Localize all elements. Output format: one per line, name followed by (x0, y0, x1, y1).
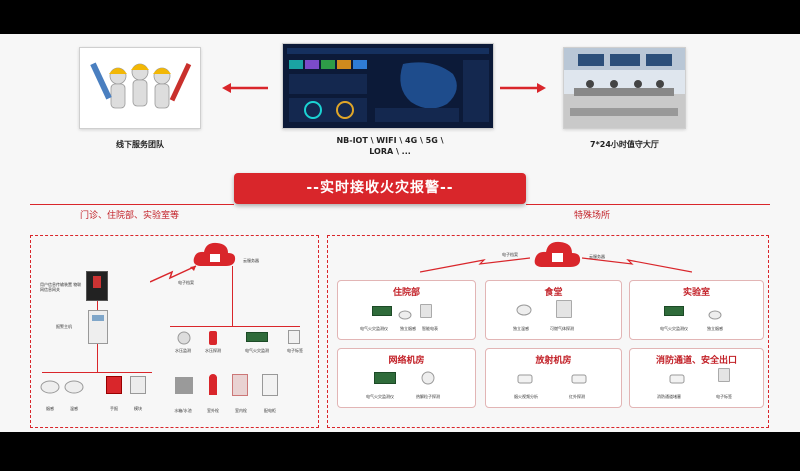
left-section-title: 门诊、住院部、实验室等 (80, 211, 180, 221)
transmission-panel (86, 271, 108, 301)
right-lightning-left (419, 254, 531, 274)
service-team-image (79, 47, 201, 129)
device-label-manual: 手报 (110, 406, 118, 411)
radiology-ir-icon (570, 370, 588, 384)
card-radiology-room: 放射机房 (485, 348, 622, 408)
cloud-down-line (232, 266, 233, 326)
alarm-host (88, 310, 108, 344)
exit-item-0: 消防通道堵塞 (657, 394, 681, 399)
left-archive-label: 电子档案 (178, 280, 194, 285)
panel-label: 用户信息传输装置 物联网信息网关 (40, 282, 82, 292)
lab-monitor-icon (664, 306, 684, 316)
inpatient-item-1: 独立烟感 (400, 326, 416, 331)
device-label-heat: 温感 (70, 406, 78, 411)
low-label-2: 室内栓 (235, 408, 247, 413)
network-monitor-icon (374, 372, 396, 384)
right-cloud-icon (533, 237, 581, 271)
radiology-item-0: 烟火视频分析 (514, 394, 538, 399)
network-caption: NB-IOT \ WIFI \ 4G \ 5G \ LORA \ ... (336, 136, 444, 156)
outdoor-hydrant-icon (206, 374, 220, 396)
left-cloud-icon (192, 238, 236, 270)
service-team-caption: 线下服务团队 (116, 140, 164, 149)
duty-hall-caption: 7*24小时值守大厅 (590, 140, 659, 149)
card-fire-exit: 消防通道、安全出口 (629, 348, 764, 408)
lab-item-0: 电气火灾监测仪 (660, 326, 688, 331)
banner-divider-left (30, 204, 234, 205)
right-section-title: 特殊场所 (574, 211, 611, 221)
panel-host-line (97, 301, 98, 310)
right-cloud-label: 云服务器 (589, 254, 605, 259)
right-archive-label: 电子档案 (502, 252, 518, 257)
card-lab: 实验室 (629, 280, 764, 340)
diagram-canvas: 线下服务团队 NB-IOT \ WIFI \ 4G \ 5G \ LORA \ … (0, 34, 800, 432)
mid-label-2: 电气火灾监测 (245, 348, 269, 353)
smoke-detector-icon (40, 378, 60, 394)
water-pressure-icon (176, 330, 192, 345)
card-canteen: 食堂 (485, 280, 622, 340)
rfid-tag-icon (288, 330, 300, 344)
alarm-banner: --实时接收火灾报警-- (234, 173, 526, 204)
left-lightning-connector (149, 264, 200, 284)
mid-label-3: 电子标签 (287, 348, 303, 353)
card-network-room: 网络机房 (337, 348, 476, 408)
mid-label-0: 水压监测 (175, 348, 191, 353)
canteen-item-0: 独立温感 (513, 326, 529, 331)
canteen-item-1: 可燃气体探测 (550, 326, 574, 331)
hydrant-probe-icon (206, 330, 220, 345)
host-label: 报警主机 (56, 324, 72, 329)
network-particle-icon (420, 370, 436, 385)
exit-item-1: 电子标签 (716, 394, 732, 399)
network-item-1: 热解粒子探测 (416, 394, 440, 399)
low-label-0: 水箱/水池 (174, 408, 192, 413)
inpatient-smoke-icon (398, 306, 412, 320)
electric-monitor-icon (246, 332, 268, 342)
monitoring-dashboard-image (282, 43, 494, 129)
water-tank-icon (174, 374, 194, 396)
arrow-right-icon (500, 79, 546, 93)
mid-label-1: 水压探测 (205, 348, 221, 353)
canteen-heat-icon (516, 302, 532, 316)
lab-item-1: 独立烟感 (707, 326, 723, 331)
left-section-box (30, 235, 319, 428)
low-label-1: 室外栓 (207, 408, 219, 413)
distribution-cabinet-icon (262, 374, 278, 396)
inpatient-meter-icon (420, 304, 432, 318)
module-icon (130, 376, 146, 394)
inpatient-monitor-icon (372, 306, 392, 316)
radiology-item-1: 红外探测 (569, 394, 585, 399)
low-label-3: 配电柜 (264, 408, 276, 413)
exit-tag-icon (718, 368, 730, 382)
network-item-0: 电气火灾监测仪 (366, 394, 394, 399)
canteen-gas-icon (556, 300, 572, 318)
indoor-hydrant-icon (232, 374, 248, 396)
device-label-smoke: 烟感 (46, 406, 54, 411)
host-bus-line (97, 344, 98, 372)
lab-smoke-icon (708, 306, 722, 320)
manual-alarm-icon (106, 376, 122, 394)
radiology-camera-icon (516, 370, 536, 384)
left-bus-horizontal (42, 372, 152, 373)
left-cloud-label: 云服务器 (243, 258, 259, 263)
right-section-box (327, 235, 769, 428)
right-bus-horizontal (170, 326, 300, 327)
device-label-module: 模块 (134, 406, 142, 411)
heat-detector-icon (64, 378, 84, 394)
banner-divider-right (526, 204, 770, 205)
duty-hall-image (563, 47, 686, 129)
card-inpatient: 住院部 (337, 280, 476, 340)
inpatient-item-0: 电气火灾监测仪 (360, 326, 388, 331)
inpatient-item-2: 智能电表 (422, 326, 438, 331)
arrow-left-icon (222, 79, 268, 93)
exit-camera-icon (668, 370, 688, 384)
right-lightning-right (581, 254, 693, 274)
